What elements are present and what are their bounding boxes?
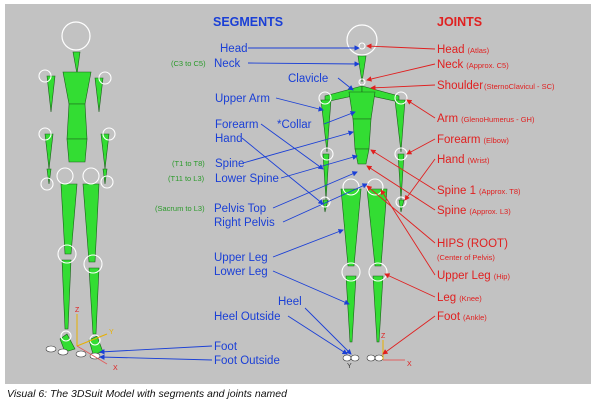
- axis-y2-label: Y: [347, 363, 352, 370]
- seg-heel: Heel: [278, 296, 302, 308]
- front-skeleton: [318, 24, 408, 362]
- joint-neck: Neck(Approx. C5): [437, 59, 509, 71]
- axis-z2-label: Z: [381, 333, 386, 340]
- joint-hips-note: (Center of Pelvis): [437, 253, 495, 262]
- seg-pelvis-top: Pelvis Top: [214, 203, 266, 215]
- joint-spine1: Spine 1(Approx. T8): [437, 185, 521, 197]
- seg-right-pelvis: Right Pelvis: [214, 217, 275, 229]
- left-skeleton: [38, 21, 116, 360]
- seg-foot: Foot: [214, 341, 238, 353]
- seg-upper-leg: Upper Leg: [214, 252, 268, 264]
- joint-hand: Hand(Wrist): [437, 154, 490, 166]
- seg-neck-note: (C3 to C5): [171, 59, 206, 68]
- seg-clavicle: Clavicle: [288, 73, 328, 85]
- seg-neck: Neck: [214, 58, 240, 70]
- seg-spine-note: (T1 to T8): [172, 159, 205, 168]
- segments-header: SEGMENTS: [213, 15, 283, 29]
- joint-hips: HIPS (ROOT): [437, 238, 508, 250]
- joint-foot: Foot(Ankle): [437, 311, 487, 323]
- joint-spine: Spine(Approx. L3): [437, 205, 511, 217]
- seg-forearm: Forearm: [215, 119, 258, 131]
- seg-foot-outside: Foot Outside: [214, 355, 280, 367]
- joint-shoulder: Shoulder(SternoClavicul - SC): [437, 80, 555, 92]
- left-axis-gizmo: Z Y X: [75, 307, 118, 372]
- seg-lower-leg: Lower Leg: [214, 266, 268, 278]
- seg-lower-spine-note: (T11 to L3): [168, 174, 205, 183]
- seg-hand: Hand: [215, 133, 243, 145]
- joint-forearm: Forearm(Elbow): [437, 134, 509, 146]
- seg-spine: Spine: [215, 158, 244, 170]
- skeleton-diagram: Z Y X Z Y X: [38, 15, 555, 372]
- joints-header: JOINTS: [437, 15, 482, 29]
- figure-caption: Visual 6: The 3DSuit Model with segments…: [7, 388, 287, 400]
- joint-arm: Arm(GlenoHumerus - GH): [437, 113, 535, 125]
- axis-x-label: X: [113, 365, 118, 372]
- seg-pelvis-top-note: (Sacrum to L3): [155, 204, 205, 213]
- axis-z-label: Z: [75, 307, 80, 314]
- diagram-panel: Z Y X Z Y X: [5, 4, 591, 384]
- joint-leader-lines: [366, 43, 436, 355]
- joint-upper-leg: Upper Leg(Hip): [437, 270, 510, 282]
- seg-collar: *Collar: [277, 119, 312, 131]
- joint-head: Head(Atlas): [437, 44, 490, 56]
- seg-lower-spine: Lower Spine: [215, 173, 279, 185]
- joint-labels: Head(Atlas) Neck(Approx. C5) Shoulder(St…: [437, 44, 555, 323]
- segment-labels: Head (C3 to C5) Neck Clavicle Upper Arm …: [155, 43, 328, 367]
- seg-head: Head: [220, 43, 248, 55]
- axis-y-label: Y: [109, 329, 114, 336]
- seg-heel-outside: Heel Outside: [214, 311, 280, 323]
- joint-leg: Leg(Knee): [437, 292, 482, 304]
- seg-upper-arm: Upper Arm: [215, 93, 270, 105]
- segment-leader-lines: [99, 45, 368, 361]
- axis-x2-label: X: [407, 361, 412, 368]
